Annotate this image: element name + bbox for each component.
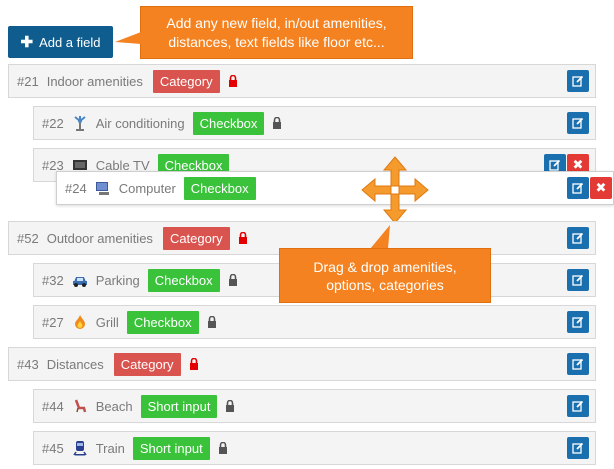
field-id: #52 — [17, 230, 39, 246]
type-badge: Category — [162, 226, 230, 250]
field-row[interactable]: #27 Grill Checkbox — [33, 305, 596, 339]
callout-line: distances, text fields like floor etc... — [168, 34, 385, 50]
edit-icon — [572, 400, 584, 412]
field-label: Cable TV — [95, 157, 150, 173]
field-row[interactable]: #44 Beach Short input — [33, 389, 596, 423]
lock-icon — [238, 232, 247, 244]
field-id: #24 — [65, 180, 87, 196]
computer-icon — [95, 182, 109, 195]
type-badge: Short input — [140, 394, 218, 418]
field-label: Computer — [118, 180, 176, 196]
edit-button[interactable] — [567, 311, 589, 333]
lock-icon — [218, 442, 227, 454]
lock-icon — [226, 400, 235, 412]
field-label: Grill — [95, 314, 119, 330]
field-label: Beach — [95, 398, 133, 414]
field-label: Outdoor amenities — [46, 230, 153, 246]
lock-icon — [273, 117, 282, 129]
callout-line: options, categories — [326, 277, 444, 293]
field-id: #32 — [42, 272, 64, 288]
field-label: Parking — [95, 272, 140, 288]
edit-icon — [572, 232, 584, 244]
field-row[interactable]: #45 Train Short input — [33, 431, 596, 465]
close-icon: ✖ — [572, 157, 584, 172]
drag-drop-callout: Drag & drop amenities, options, categori… — [279, 248, 491, 303]
train-icon — [73, 441, 87, 456]
field-label: Distances — [46, 356, 104, 372]
field-id: #45 — [42, 440, 64, 456]
lock-icon — [228, 274, 237, 286]
edit-button[interactable] — [567, 353, 589, 375]
plus-icon: ✚ — [20, 33, 34, 51]
field-row[interactable]: #43 Distances Category — [8, 347, 596, 381]
field-row[interactable]: #22 Air conditioning Checkbox — [33, 106, 596, 140]
callout-line: Add any new field, in/out amenities, — [166, 15, 387, 31]
field-label: Indoor amenities — [46, 73, 143, 89]
type-badge: Category — [152, 69, 220, 93]
callout-line: Drag & drop amenities, — [313, 259, 457, 275]
edit-icon — [549, 159, 561, 171]
delete-button[interactable]: ✖ — [567, 154, 589, 176]
type-badge: Checkbox — [147, 268, 220, 292]
edit-icon — [572, 117, 584, 129]
add-field-button[interactable]: ✚ Add a field — [8, 26, 113, 58]
field-row[interactable]: #52 Outdoor amenities Category — [8, 221, 596, 255]
type-badge: Checkbox — [126, 310, 199, 334]
edit-icon — [572, 182, 584, 194]
type-badge: Category — [113, 352, 181, 376]
edit-button[interactable] — [567, 395, 589, 417]
type-badge: Short input — [132, 436, 210, 460]
callout-pointer — [370, 225, 390, 249]
field-label: Air conditioning — [95, 115, 185, 131]
edit-button[interactable] — [567, 177, 589, 199]
field-id: #44 — [42, 398, 64, 414]
field-row-dragging[interactable]: #24 Computer Checkbox ✖ — [56, 171, 614, 205]
edit-button[interactable] — [567, 70, 589, 92]
type-badge: Checkbox — [183, 176, 256, 200]
lock-icon — [228, 75, 237, 87]
lock-icon — [189, 358, 198, 370]
fire-icon — [74, 315, 85, 329]
field-id: #23 — [42, 157, 64, 173]
edit-button[interactable] — [567, 269, 589, 291]
fan-icon — [74, 116, 86, 131]
type-badge: Checkbox — [192, 111, 265, 135]
edit-icon — [572, 274, 584, 286]
lock-icon — [207, 316, 216, 328]
beach-chair-icon — [74, 399, 86, 413]
field-row[interactable]: #21 Indoor amenities Category — [8, 64, 596, 98]
close-icon: ✖ — [595, 180, 607, 195]
type-badge: Checkbox — [157, 153, 230, 177]
edit-button[interactable] — [567, 227, 589, 249]
edit-icon — [572, 75, 584, 87]
edit-icon — [572, 358, 584, 370]
field-label: Train — [95, 440, 125, 456]
edit-button[interactable] — [567, 112, 589, 134]
edit-button[interactable] — [567, 437, 589, 459]
callout-pointer — [115, 32, 141, 44]
car-icon — [72, 277, 87, 287]
edit-icon — [572, 316, 584, 328]
delete-button[interactable]: ✖ — [590, 177, 612, 199]
add-field-callout: Add any new field, in/out amenities, dis… — [140, 6, 413, 59]
field-id: #21 — [17, 73, 39, 89]
tv-icon — [72, 160, 87, 170]
field-id: #43 — [17, 356, 39, 372]
add-field-label: Add a field — [39, 34, 101, 50]
move-arrows-icon — [361, 156, 429, 224]
edit-button[interactable] — [544, 154, 566, 176]
field-id: #27 — [42, 314, 64, 330]
edit-icon — [572, 442, 584, 454]
field-id: #22 — [42, 115, 64, 131]
